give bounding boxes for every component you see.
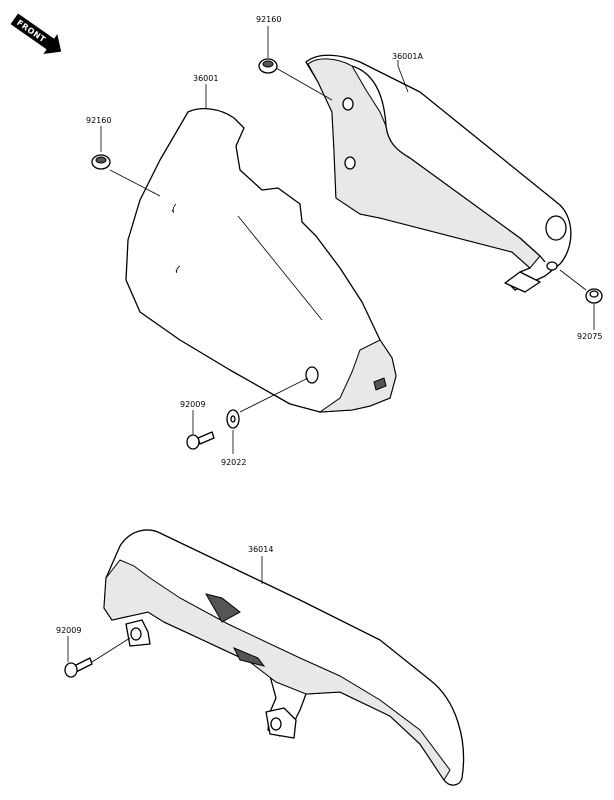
bolt-92009-bottom bbox=[64, 657, 93, 678]
label-36001: 36001 bbox=[193, 74, 218, 83]
label-36001A: 36001A bbox=[392, 52, 423, 61]
label-92009-bottom: 92009 bbox=[56, 626, 81, 635]
cover-36001A bbox=[305, 54, 572, 293]
front-arrow-badge: FRONT bbox=[10, 13, 62, 54]
leader-lines bbox=[67, 26, 595, 663]
label-92022: 92022 bbox=[221, 458, 246, 467]
label-92160-left: 92160 bbox=[86, 116, 111, 125]
washer-92022 bbox=[226, 409, 240, 429]
grommet-92160-left bbox=[91, 154, 111, 170]
chain-cover-36014 bbox=[103, 529, 465, 786]
label-36014: 36014 bbox=[248, 545, 273, 554]
label-92160-top: 92160 bbox=[256, 15, 281, 24]
part-labels: 92160 36001A 36001 92160 92075 92009 920… bbox=[56, 15, 602, 635]
grommet-92075 bbox=[585, 288, 603, 304]
bolt-92009-top bbox=[186, 431, 215, 450]
grommet-92160-top bbox=[258, 58, 278, 74]
label-92075: 92075 bbox=[577, 332, 602, 341]
cover-36001 bbox=[125, 107, 397, 413]
label-92009-top: 92009 bbox=[180, 400, 205, 409]
